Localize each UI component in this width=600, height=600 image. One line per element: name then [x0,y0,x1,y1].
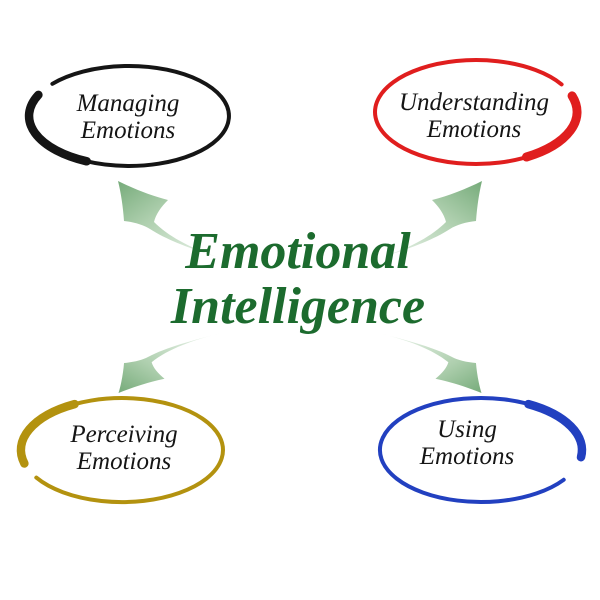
understanding-ring-thick-arc [522,91,582,162]
node-label-managing-emotions: Managing Emotions [28,90,228,144]
understanding-ring-thin-arc [373,58,564,166]
node-label-line: Understanding [399,89,549,116]
node-label-line: Managing [76,90,180,117]
node-label-line: Emotions [426,116,522,143]
title-line-1: Emotional [185,223,411,280]
arrow-down-left-icon [118,333,222,393]
node-label-perceiving-emotions: Perceiving Emotions [24,421,224,475]
node-label-line: Emotions [76,448,172,475]
node-label-line: Using [437,416,497,443]
managing-ring-thick-arc [24,90,91,166]
arrow-down-right-icon [378,333,482,393]
page-title: Emotional Intelligence [98,224,498,334]
node-label-line: Perceiving [70,421,178,448]
using-ring-thin-arc [377,396,566,504]
using-emotions-ring [377,396,587,504]
managing-emotions-ring [24,64,231,168]
perceiving-emotions-ring [16,396,225,505]
perceiving-ring-thin-arc [34,396,225,505]
managing-ring-thin-arc [45,64,231,168]
title-line-2: Intelligence [170,278,426,335]
node-label-line: Emotions [80,117,176,144]
node-label-line: Emotions [419,443,515,470]
node-label-understanding-emotions: Understanding Emotions [374,89,574,143]
understanding-emotions-ring [373,58,582,166]
node-label-using-emotions: Using Emotions [367,416,567,470]
perceiving-ring-thick-arc [16,399,79,468]
using-ring-thick-arc [524,399,587,462]
